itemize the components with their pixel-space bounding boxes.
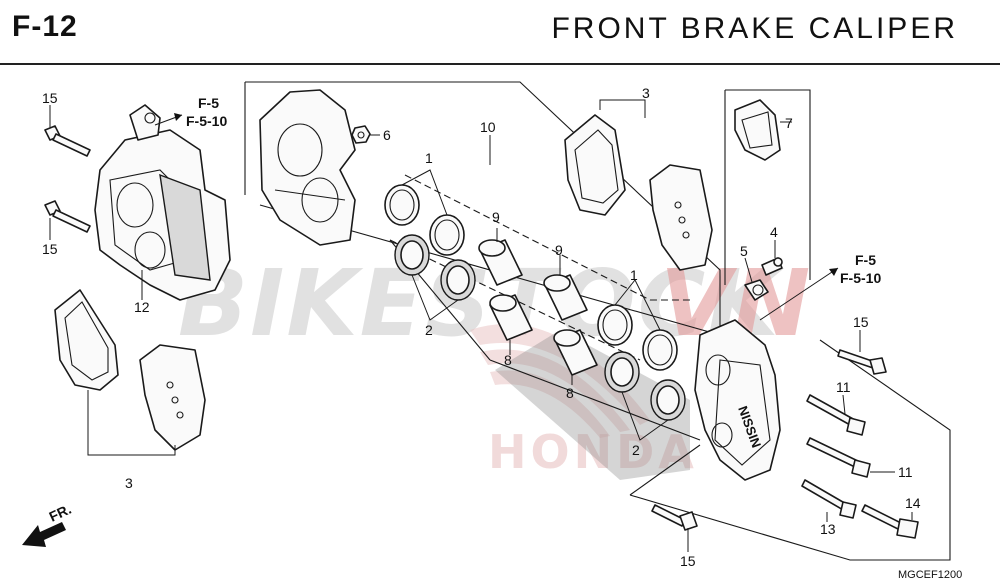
callout-9: 9 bbox=[555, 242, 563, 258]
reference-right: F-5 F-5-10 bbox=[840, 252, 881, 286]
halftone-shading bbox=[495, 330, 690, 480]
callout-15: 15 bbox=[42, 241, 58, 257]
reference-top-left: F-5 F-5-10 bbox=[186, 95, 227, 129]
page-header: F-12 FRONT BRAKE CALIPER bbox=[0, 0, 1000, 66]
pad-pin-11-upper bbox=[806, 394, 866, 436]
bolt-15-right bbox=[837, 349, 887, 375]
seals-lower-right bbox=[597, 304, 686, 421]
callout-7: 7 bbox=[785, 115, 793, 131]
right-brake-pads bbox=[564, 114, 713, 271]
ref-code: F-5-10 bbox=[186, 113, 227, 129]
ref-code: F-5 bbox=[198, 95, 219, 111]
front-direction-arrow-icon bbox=[22, 522, 66, 547]
diagram-code: MGCEF1200 bbox=[898, 569, 962, 581]
callout-14: 14 bbox=[905, 495, 921, 511]
callout-10: 10 bbox=[480, 119, 496, 135]
mount-bolt-14 bbox=[861, 504, 919, 539]
callout-3: 3 bbox=[642, 85, 650, 101]
seals-upper-left bbox=[384, 184, 476, 301]
bleeder-cap-5 bbox=[744, 279, 769, 301]
bleeder-valve-4 bbox=[761, 257, 783, 276]
callout-labels: 15 15 12 3 6 10 1 2 9 8 9 8 1 2 3 7 4 5 … bbox=[42, 85, 921, 569]
front-direction-label: FR. bbox=[47, 501, 74, 525]
callout-3: 3 bbox=[125, 475, 133, 491]
callout-12: 12 bbox=[134, 299, 150, 315]
callout-15: 15 bbox=[42, 90, 58, 106]
pistons bbox=[478, 239, 598, 376]
callout-5: 5 bbox=[740, 243, 748, 259]
reference-arrow-right bbox=[759, 267, 839, 321]
callout-11: 11 bbox=[898, 464, 913, 480]
leader-lines bbox=[49, 99, 913, 552]
ref-code: F-5 bbox=[855, 252, 876, 268]
right-caliper-nissin: NISSIN bbox=[694, 319, 781, 481]
callout-11: 11 bbox=[836, 379, 851, 395]
callout-2: 2 bbox=[425, 322, 433, 338]
reference-arrow-top-left bbox=[154, 113, 183, 126]
callout-15: 15 bbox=[853, 314, 869, 330]
left-brake-pads bbox=[54, 289, 206, 451]
callout-6: 6 bbox=[383, 127, 391, 143]
callout-2: 2 bbox=[632, 442, 640, 458]
pad-pin-11-lower bbox=[806, 437, 871, 478]
bolt-15-top-left bbox=[44, 125, 91, 157]
bolt-15-bottom bbox=[651, 504, 698, 531]
callout-8: 8 bbox=[504, 352, 512, 368]
header-divider bbox=[0, 63, 1000, 65]
nut-6 bbox=[351, 125, 371, 144]
section-title: FRONT BRAKE CALIPER bbox=[551, 12, 958, 45]
callout-13: 13 bbox=[820, 521, 836, 537]
watermark-brand: HONDA bbox=[488, 425, 698, 479]
bolt-15-mid-left bbox=[44, 200, 91, 233]
callout-8: 8 bbox=[566, 385, 574, 401]
ref-code: F-5-10 bbox=[840, 270, 881, 286]
mount-bolt-13 bbox=[801, 479, 857, 519]
left-caliper-assembly bbox=[94, 104, 231, 301]
section-code: F-12 bbox=[12, 10, 78, 43]
callout-15: 15 bbox=[680, 553, 696, 569]
callout-1: 1 bbox=[425, 150, 433, 166]
pad-spring-7 bbox=[734, 99, 781, 161]
callout-4: 4 bbox=[770, 224, 778, 240]
callout-1: 1 bbox=[630, 267, 638, 283]
caliper-body-10 bbox=[259, 89, 356, 246]
callout-9: 9 bbox=[492, 209, 500, 225]
